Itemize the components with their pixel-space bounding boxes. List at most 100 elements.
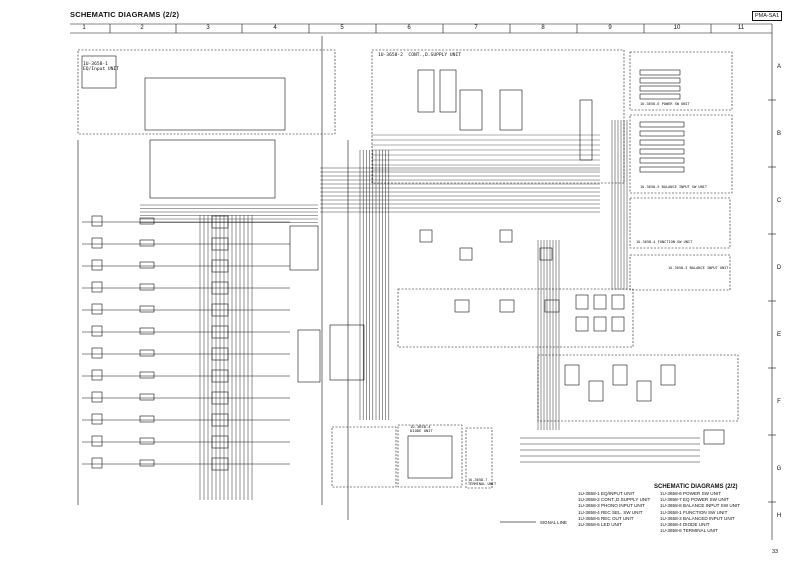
connector-strip-a (289, 225, 319, 271)
legend-item: 1U-3658-6 TERMINAL UNIT (660, 528, 718, 534)
input-jack-symbol (91, 303, 103, 315)
output-device-symbol (612, 364, 628, 386)
diode-bridge-box (407, 435, 453, 479)
input-jack-symbol (91, 369, 103, 381)
output-device-symbol (564, 364, 580, 386)
input-jack-symbol (91, 237, 103, 249)
column-label: 1 (82, 25, 86, 31)
relay-switch-symbol (211, 413, 229, 427)
legend-item: 1U-3658-3 BALANCED INPUT UNIT (660, 515, 735, 521)
input-jack-symbol (91, 391, 103, 403)
amp-stage-symbol (499, 299, 515, 313)
legend-item: 1U-3658-4 REC SEL. SW UNIT (578, 509, 643, 515)
relay-switch-symbol (211, 237, 229, 251)
input-unit-label: 1U-3658-1 EQ/Input UNIT (83, 62, 119, 73)
resistor-symbol (139, 349, 155, 357)
resistor-symbol (139, 305, 155, 313)
input-board-outline (77, 49, 336, 135)
wire-busses (77, 36, 628, 520)
input-jack-symbol (91, 325, 103, 337)
connector-strip-b (329, 324, 365, 381)
transistor-symbol (575, 316, 589, 332)
relay-switch-symbol (211, 259, 229, 273)
legend-item: 1U-3658-1 EQ/INPUT UNIT (578, 491, 635, 496)
resistor-symbol (139, 415, 155, 423)
relay-switch-symbol (211, 391, 229, 405)
input-jack-symbol (91, 413, 103, 425)
row-label: A (776, 64, 781, 70)
component-symbols (91, 69, 685, 471)
resistor-symbol (139, 239, 155, 247)
column-label: 8 (541, 25, 545, 31)
legend-item: 1U-3658-6 POWER SW UNIT (660, 491, 722, 496)
transistor-symbol (611, 316, 625, 332)
resistor-symbol (139, 459, 155, 467)
terminal-unit-label: 1U-3658-7 TERMINAL UNIT (468, 478, 497, 487)
legend-item: 1U-3658-1 FUNCTION SW UNIT (660, 509, 728, 515)
regulator-symbol (419, 229, 433, 243)
power-sw-label: 1U-3658-6 POWER SW UNIT (640, 102, 690, 106)
ic-block-d (499, 89, 523, 131)
model-badge: PMA-SA1 (752, 11, 783, 21)
relay-switch-symbol (211, 303, 229, 317)
ic-block-e (579, 99, 593, 161)
column-label: 5 (340, 25, 344, 31)
output-device-symbol (660, 364, 676, 386)
switch-contact-symbol (639, 77, 681, 84)
relay-switch-symbol (211, 215, 229, 229)
legend-item: 1U-3658-3 PHONO INPUT UNIT (578, 503, 645, 509)
transistor-symbol (593, 316, 607, 332)
relay-switch-symbol (211, 457, 229, 471)
relay-switch-symbol (211, 281, 229, 295)
signal-line-label: SIGNAL LINE (540, 520, 567, 525)
ac-plug-box (703, 429, 725, 445)
input-jack-symbol (91, 281, 103, 293)
output-device-symbol (588, 380, 604, 402)
row-label: B (776, 131, 781, 137)
balance-input-label: 1U-3658-3 BALANCE INPUT UNIT (668, 266, 729, 270)
balance-sw-board-outline (629, 114, 733, 194)
legend-left-list: 1U-3658-1 EQ/INPUT UNIT 1U-3658-2 CONT.,… (578, 491, 650, 528)
input-jack-symbol (91, 215, 103, 227)
legend-title: SCHEMATIC DIAGRAMS (2/2) (654, 484, 738, 490)
relay-switch-symbol (211, 325, 229, 339)
amp-stage-symbol (454, 299, 470, 313)
control-unit-label: 1U-3658-2 CONT.,D.SUPPLY UNIT (378, 53, 461, 58)
output-device-symbol (636, 380, 652, 402)
resistor-symbol (139, 261, 155, 269)
phono-block (149, 139, 276, 199)
legend-item: 1U-3658-4 DIODE UNIT (660, 522, 710, 528)
transistor-symbol (593, 294, 607, 310)
relay-switch-symbol (211, 369, 229, 383)
switch-contact-symbol (639, 85, 681, 92)
horizontal-busses (82, 134, 700, 465)
column-label: 3 (206, 25, 210, 31)
switch-contact-symbol (639, 157, 685, 164)
column-label: 2 (140, 25, 144, 31)
row-label: C (776, 198, 782, 204)
regulator-symbol (459, 247, 473, 261)
column-label: 6 (407, 25, 411, 31)
function-board-outline (629, 197, 731, 249)
legend-item: 1U-3658-7 EQ POWER SW UNIT (660, 497, 729, 503)
legend-item: 1U-3658-8 BALANCE INPUT SW UNIT (660, 503, 741, 509)
switch-contact-symbol (639, 166, 685, 173)
ic-block-a (417, 69, 435, 113)
input-jack-symbol (91, 259, 103, 271)
terminal-board-outline (465, 427, 493, 489)
switch-contact-symbol (639, 121, 685, 128)
switch-contact-symbol (639, 139, 685, 146)
speaker-block-outline (331, 426, 397, 488)
transistor-symbol (575, 294, 589, 310)
column-label: 9 (608, 25, 612, 31)
column-label: 11 (737, 25, 745, 31)
ic-block-b (439, 69, 457, 113)
page-number: 33 (772, 549, 779, 555)
legend-item: 1U-3658-6 LED UNIT (578, 522, 622, 528)
input-jack-symbol (91, 457, 103, 469)
legend-item: 1U-3658-5 REC OUT UNIT (578, 515, 634, 521)
regulator-symbol (539, 247, 553, 261)
switch-contact-symbol (639, 93, 681, 100)
control-board-outline (371, 49, 625, 184)
